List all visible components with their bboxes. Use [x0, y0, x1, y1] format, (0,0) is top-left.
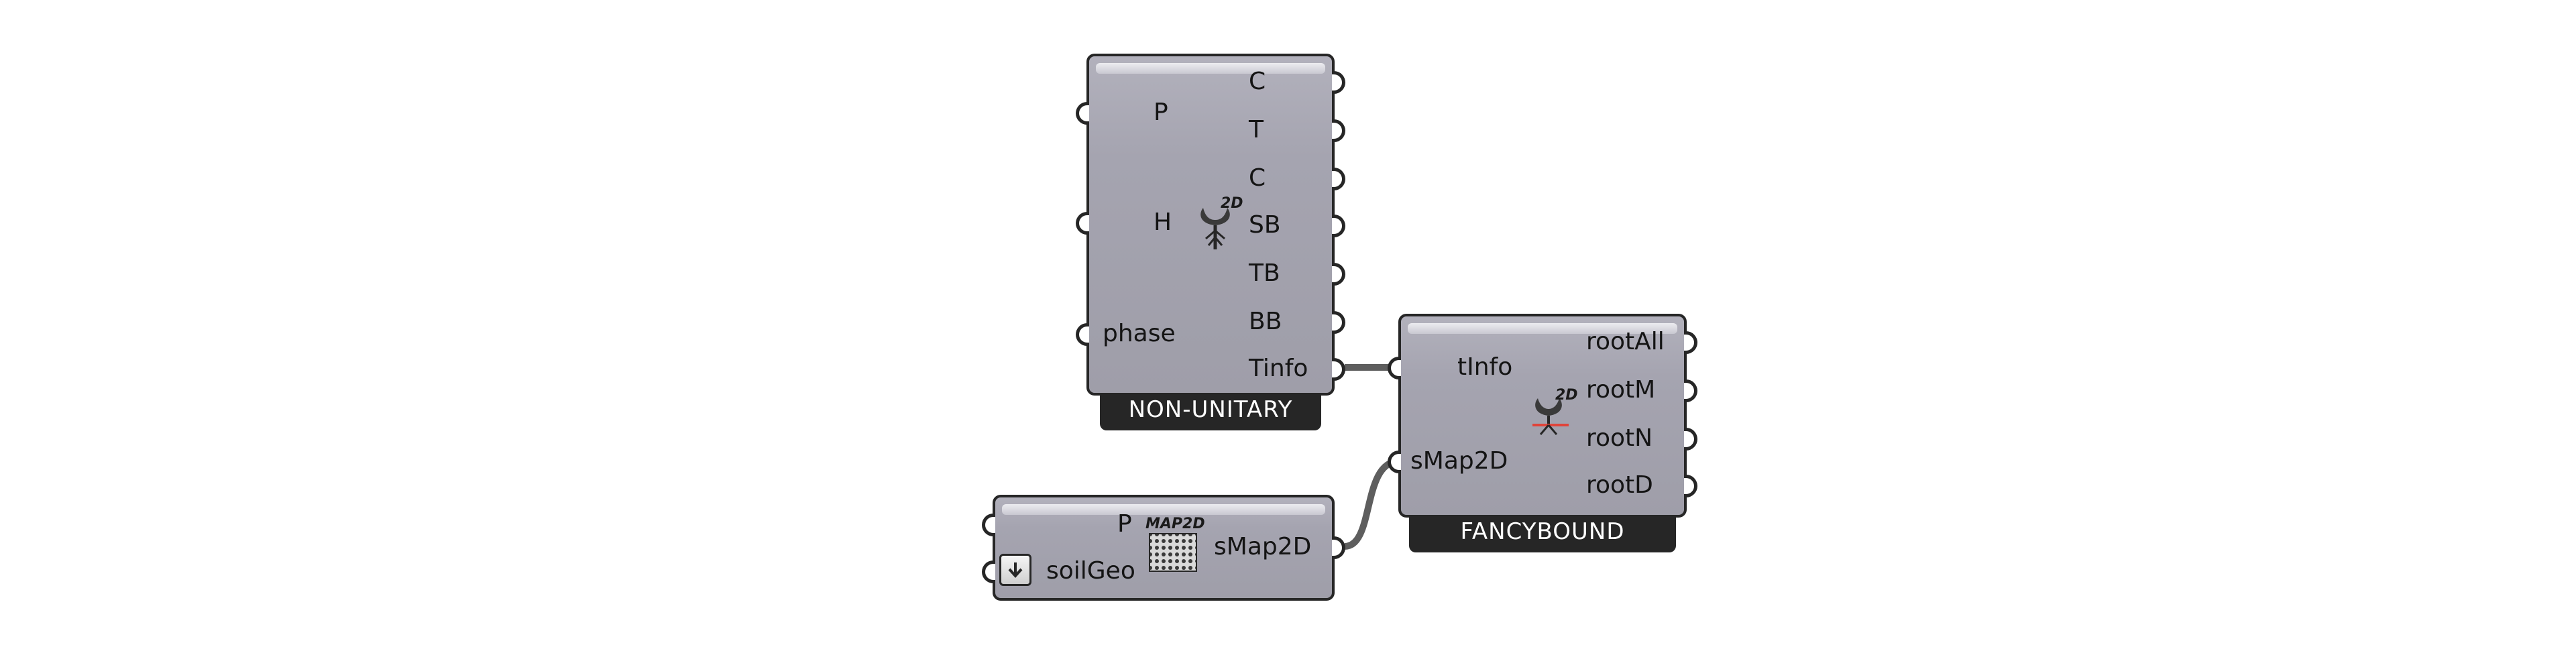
- component-name: NON-UNITARY: [1100, 393, 1321, 430]
- component-soil-map[interactable]: P soilGeo MAP2D sMap2D: [982, 495, 1345, 601]
- tree-2d-icon-label: 2D: [1221, 195, 1243, 212]
- output-sb: SB: [1249, 211, 1281, 239]
- input-soilgeo: soilGeo: [1046, 557, 1135, 585]
- input-tinfo: tInfo: [1457, 353, 1513, 381]
- output-grip-tinfo[interactable]: [1332, 358, 1345, 381]
- tree-2d-icon: 2D: [1200, 195, 1243, 249]
- input-p: P: [1117, 510, 1132, 538]
- output-grip-tb[interactable]: [1332, 263, 1345, 286]
- output-grip-c-2[interactable]: [1332, 168, 1345, 190]
- output-rootm: rootM: [1586, 376, 1656, 404]
- input-p: P: [1154, 99, 1168, 126]
- output-t: T: [1249, 116, 1264, 143]
- input-grip-p[interactable]: [982, 514, 995, 536]
- output-grip-rootn[interactable]: [1684, 428, 1697, 451]
- output-bb: BB: [1249, 308, 1282, 335]
- output-grip-smap2d[interactable]: [1332, 536, 1345, 559]
- input-grip-tinfo[interactable]: [1388, 357, 1401, 379]
- output-rootd: rootD: [1586, 471, 1653, 499]
- input-grip-smap2d[interactable]: [1388, 451, 1401, 473]
- arrow-down-icon: [1008, 562, 1023, 578]
- output-grip-bb[interactable]: [1332, 311, 1345, 334]
- component-name: FANCYBOUND: [1409, 515, 1676, 552]
- input-grip-phase[interactable]: [1076, 323, 1089, 346]
- input-grip-p[interactable]: [1076, 102, 1089, 125]
- output-grip-rootm[interactable]: [1684, 379, 1697, 402]
- input-grip-soilgeo[interactable]: [982, 560, 995, 583]
- input-phase: phase: [1103, 320, 1176, 347]
- map-2d-icon: MAP2D: [1145, 516, 1205, 572]
- map-2d-icon-label: MAP2D: [1145, 516, 1205, 532]
- output-grip-c[interactable]: [1332, 71, 1345, 94]
- output-grip-rootall[interactable]: [1684, 331, 1697, 354]
- output-grip-sb[interactable]: [1332, 215, 1345, 237]
- root-2d-icon: 2D: [1532, 387, 1578, 435]
- output-rootall: rootAll: [1586, 328, 1665, 355]
- output-grip-t[interactable]: [1332, 119, 1345, 142]
- output-rootn: rootN: [1586, 424, 1653, 452]
- output-smap2d: sMap2D: [1214, 533, 1312, 560]
- output-tinfo: Tinfo: [1249, 355, 1308, 382]
- wire-smap2d[interactable]: [1344, 458, 1399, 550]
- output-c: C: [1249, 68, 1266, 95]
- output-tb: TB: [1249, 259, 1280, 287]
- input-grip-h[interactable]: [1076, 212, 1089, 235]
- component-non-unitary[interactable]: NON-UNITARY P H phase C T C SB TB BB Tin…: [1076, 54, 1345, 430]
- component-body[interactable]: [1086, 54, 1335, 396]
- input-smap2d: sMap2D: [1410, 447, 1508, 475]
- dropdown-button[interactable]: [999, 554, 1031, 586]
- root-2d-icon-label: 2D: [1555, 387, 1578, 404]
- input-h: H: [1154, 209, 1172, 236]
- component-fancybound[interactable]: FANCYBOUND tInfo sMap2D rootAll rootM ro…: [1388, 314, 1697, 552]
- component-body[interactable]: [1398, 314, 1687, 518]
- output-c-2: C: [1249, 164, 1266, 192]
- output-grip-rootd[interactable]: [1684, 475, 1697, 497]
